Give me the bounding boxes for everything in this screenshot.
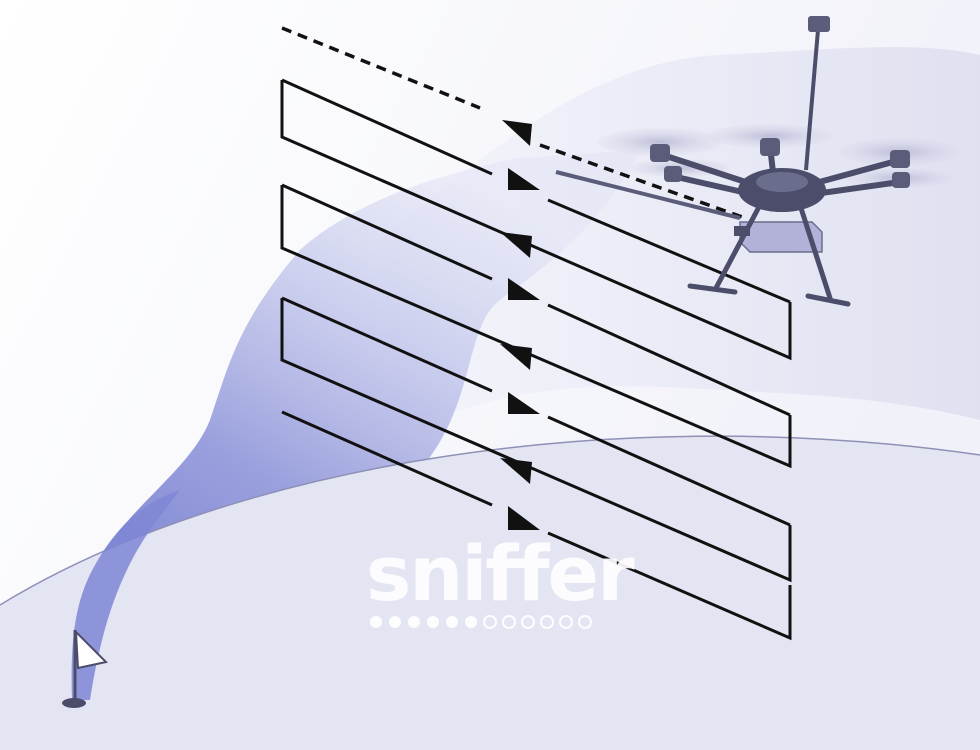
entry-dashed-path-b (539, 143, 746, 220)
search-flight-path (280, 78, 792, 641)
logo-dot-hollow (578, 615, 592, 629)
arrow-right-4 (508, 506, 540, 530)
lane-1-upper-b (547, 198, 791, 304)
sniffer-logo: sniffer (366, 529, 637, 629)
arrow-left-2 (500, 232, 532, 258)
plume-base (71, 490, 180, 700)
arrow-left-1 (502, 120, 532, 146)
flag-cloth (74, 629, 109, 670)
plume-source-flag (62, 629, 109, 708)
direction-arrows (500, 120, 540, 530)
sampling-probe (555, 170, 741, 220)
arrow-left-4 (500, 458, 532, 484)
logo-dot-filled (408, 616, 420, 628)
payload-inlet (734, 226, 750, 236)
gas-plume (71, 150, 640, 700)
logo-dot-hollow (502, 615, 516, 629)
logo-dot-filled (465, 616, 477, 628)
rotor-blur-left (598, 128, 722, 156)
logo-dot-filled (389, 616, 401, 628)
logo-wordmark: sniffer (366, 529, 635, 618)
logo-dot-hollow (559, 615, 573, 629)
arrow-right-3 (508, 392, 540, 414)
lane-1-upper-a (281, 78, 493, 176)
logo-dot-filled (427, 616, 439, 628)
drone-canopy (756, 172, 808, 192)
mast-sensor (808, 16, 830, 32)
logo-dot-filled (370, 616, 382, 628)
ground (0, 436, 980, 750)
logo-dots (370, 615, 592, 629)
entry-dashed-path-a (281, 26, 481, 110)
arrow-left-3 (500, 344, 532, 370)
arrow-right-1 (508, 168, 540, 190)
logo-dot-hollow (521, 615, 535, 629)
arrow-right-2 (508, 278, 540, 300)
logo-dot-hollow (540, 615, 554, 629)
drone (555, 16, 962, 307)
logo-dot-hollow (483, 615, 497, 629)
logo-dot-filled (446, 616, 458, 628)
sensor-mast (804, 29, 820, 171)
flag-hole (62, 698, 86, 708)
rotor-blur-center (708, 124, 832, 148)
